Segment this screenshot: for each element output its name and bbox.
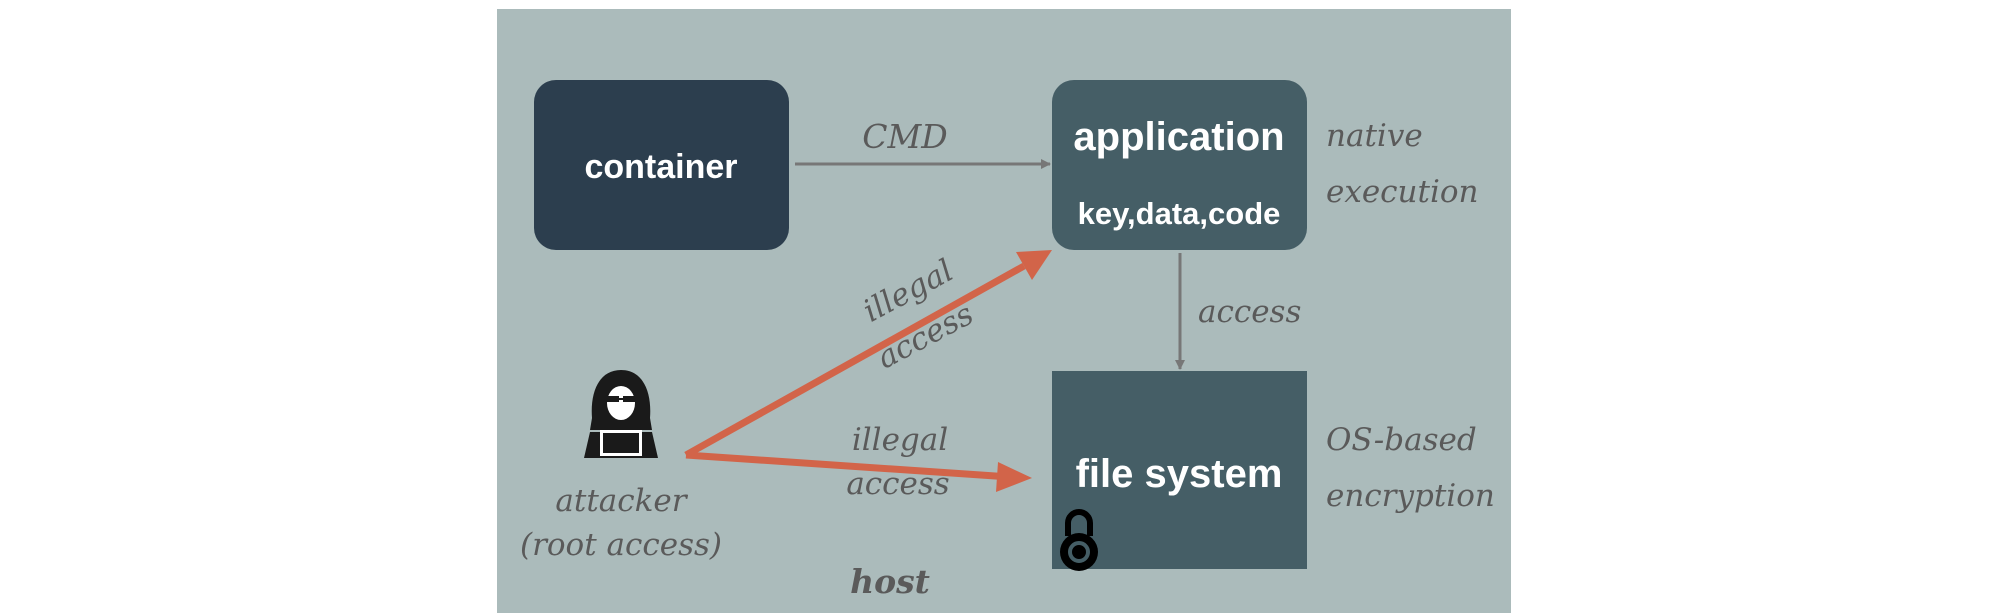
container-box: container	[534, 80, 789, 250]
application-box: application key,data,code	[1052, 80, 1307, 250]
os-encryption-label-1: OS-based	[1326, 422, 1477, 458]
access-label: access	[1198, 294, 1301, 330]
file-system-box: file system	[1052, 371, 1307, 571]
illegal-access-fs-label-1: illegal	[852, 422, 948, 458]
attacker-label-1: attacker	[555, 483, 688, 519]
host-label: host	[850, 562, 930, 601]
os-encryption-label-2: encryption	[1326, 478, 1495, 514]
illegal-access-fs-arrow	[685, 451, 1032, 492]
file-system-label: file system	[1076, 452, 1283, 496]
application-title: application	[1073, 115, 1284, 159]
hacker-icon	[584, 370, 658, 458]
native-execution-label-2: execution	[1326, 174, 1479, 210]
attacker-label-2: (root access)	[520, 527, 722, 563]
lock-icon	[1060, 509, 1098, 571]
container-label: container	[584, 148, 737, 186]
illegal-access-app-arrow	[684, 250, 1052, 459]
illegal-access-fs-label-2: access	[846, 466, 949, 502]
application-contents: key,data,code	[1078, 196, 1281, 231]
native-execution-label-1: native	[1326, 118, 1423, 154]
cmd-label: CMD	[862, 117, 948, 156]
